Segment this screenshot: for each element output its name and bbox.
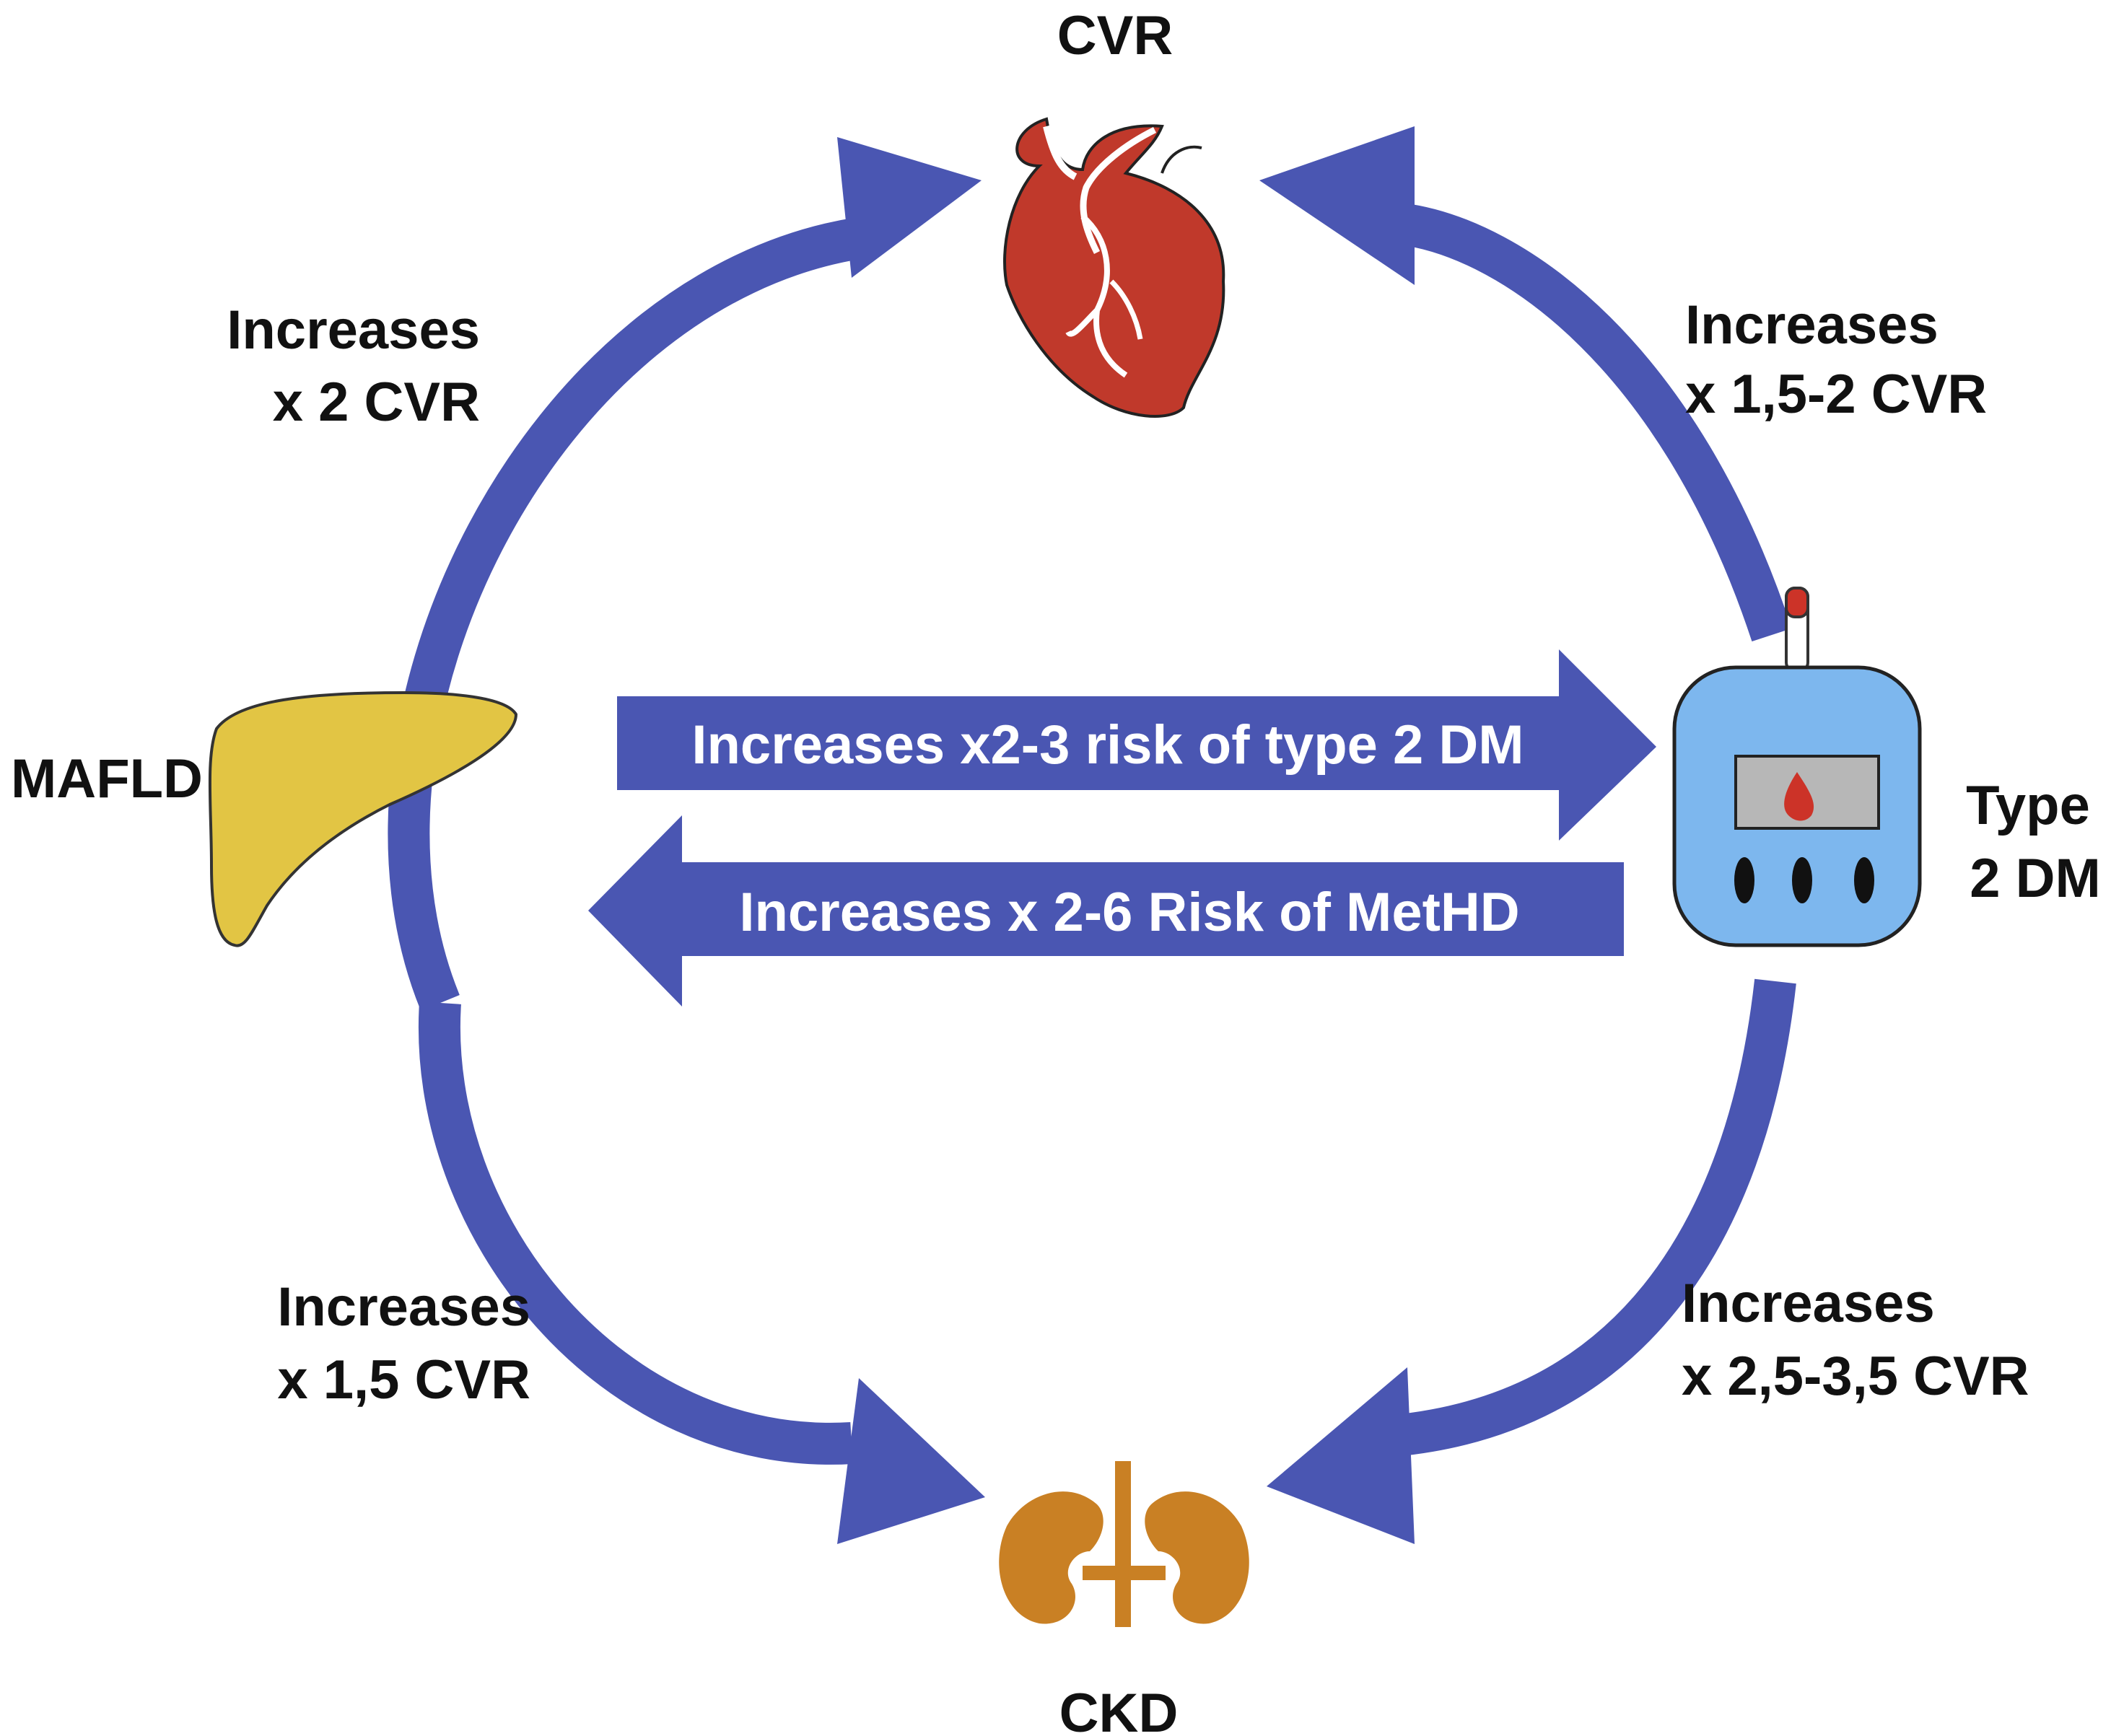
dm-cvr-label-line1: Increases bbox=[1685, 294, 1939, 356]
mafld-label: MAFLD bbox=[11, 748, 203, 810]
dm-ckd-label-line2: x 2,5-3,5 CVR bbox=[1682, 1346, 2029, 1407]
heart-icon bbox=[1003, 117, 1225, 418]
arrow-dm-to-ckd bbox=[1267, 978, 1796, 1544]
dm-ckd-label-line1: Increases bbox=[1682, 1273, 1935, 1334]
arrow-dm-to-cvr bbox=[1259, 126, 1792, 642]
cvr-label: CVR bbox=[1057, 5, 1173, 66]
arrow-mafld-to-dm: Increases x2-3 risk of type 2 DM bbox=[617, 649, 1656, 841]
mafld-ckd-label-line1: Increases bbox=[277, 1276, 530, 1338]
dm-cvr-label-line2: x 1,5-2 CVR bbox=[1685, 364, 1987, 425]
kidneys-icon bbox=[999, 1461, 1249, 1627]
arrow-dm-to-mafld-label: Increases x 2-6 Risk of MetHD bbox=[739, 882, 1519, 943]
ckd-label: CKD bbox=[1059, 1683, 1179, 1736]
arrow-mafld-to-ckd bbox=[418, 1001, 985, 1544]
glucometer-icon bbox=[1672, 587, 1922, 947]
dm-label-line1: Type bbox=[1966, 775, 2090, 836]
mafld-ckd-label-line2: x 1,5 CVR bbox=[277, 1349, 530, 1411]
mafld-cvr-label-line1: Increases bbox=[227, 299, 480, 361]
dm-label-line2: 2 DM bbox=[1970, 848, 2101, 909]
arrow-dm-to-mafld: Increases x 2-6 Risk of MetHD bbox=[588, 815, 1624, 1007]
liver-icon bbox=[208, 691, 518, 947]
mafld-cvr-label-line2: x 2 CVR bbox=[273, 372, 480, 433]
arrow-mafld-to-dm-label: Increases x2-3 risk of type 2 DM bbox=[691, 714, 1524, 776]
arrow-mafld-to-cvr bbox=[388, 137, 982, 1011]
